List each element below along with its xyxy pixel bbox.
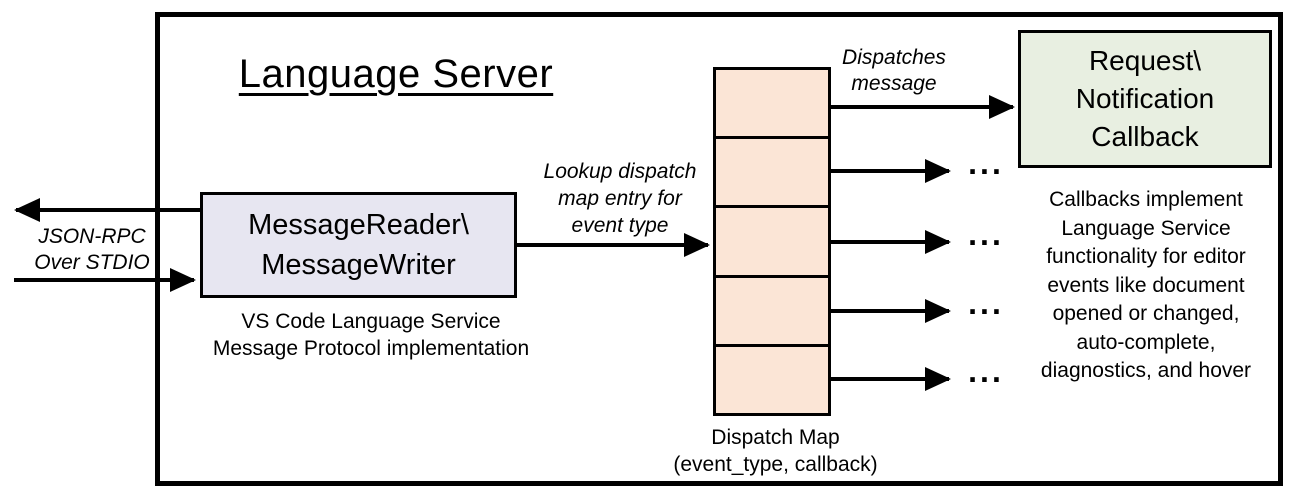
stdio-label-line: Over STDIO — [34, 251, 150, 274]
callbacks-note: Callbacks implement Language Service fun… — [1010, 186, 1282, 386]
ellipsis: ... — [968, 145, 1004, 181]
dispatch-map-caption: Dispatch Map (event_type, callback) — [653, 424, 898, 478]
request-notification-callback-box: Request\ Notification Callback — [1018, 30, 1272, 168]
dispatch-map-cell — [716, 136, 828, 205]
callbacks-note-line: Callbacks implement — [1049, 188, 1243, 211]
dispatch-map-cell — [716, 343, 828, 413]
callbacks-note-line: diagnostics, and hover — [1040, 359, 1252, 382]
dispatch-map-cell — [716, 70, 828, 136]
ellipsis: ... — [968, 353, 1004, 389]
dispatches-message-label: Dispatches message — [814, 45, 974, 97]
lookup-label-line: map entry for — [558, 187, 682, 210]
callbacks-note-line: functionality for editor — [1046, 245, 1246, 268]
callback-box-line: Callback — [1091, 121, 1199, 152]
dispatches-message-line: Dispatches — [842, 46, 946, 69]
callbacks-note-line: events like document — [1047, 273, 1245, 297]
dispatch-map-cell — [716, 274, 828, 344]
message-reader-label: MessageReader\ — [248, 209, 469, 241]
callbacks-note-line: Language Service — [1061, 216, 1231, 240]
lookup-label-line: Lookup dispatch — [543, 160, 697, 183]
callbacks-note-line: auto-complete, — [1076, 330, 1216, 354]
callback-box-line: Request\ — [1088, 45, 1202, 76]
stdio-label: JSON-RPC Over STDIO — [12, 224, 172, 276]
message-reader-writer-box: MessageReader\ MessageWriter — [200, 192, 517, 298]
diagram-title: Language Server — [238, 52, 554, 96]
dispatches-message-line: message — [851, 72, 937, 95]
ellipsis: ... — [968, 216, 1004, 252]
callbacks-note-line: opened or changed, — [1052, 302, 1240, 325]
lookup-label-line: event type — [571, 214, 669, 237]
language-server-boundary-box — [155, 12, 1283, 486]
stdio-label-line: JSON-RPC — [38, 225, 146, 248]
dispatch-map-cell — [716, 205, 828, 274]
ellipsis: ... — [968, 285, 1004, 321]
reader-caption-line: Message Protocol implementation — [212, 337, 530, 360]
dispatch-map — [713, 67, 831, 416]
reader-caption-line: VS Code Language Service — [241, 310, 501, 333]
callback-box-line: Notification — [1075, 83, 1215, 114]
reader-caption: VS Code Language Service Message Protoco… — [171, 308, 571, 362]
message-writer-label: MessageWriter — [261, 249, 456, 281]
dispatch-map-caption-line: (event_type, callback) — [673, 453, 878, 476]
lookup-label: Lookup dispatch map entry for event type — [520, 158, 720, 239]
dispatch-map-caption-line: Dispatch Map — [711, 426, 840, 449]
